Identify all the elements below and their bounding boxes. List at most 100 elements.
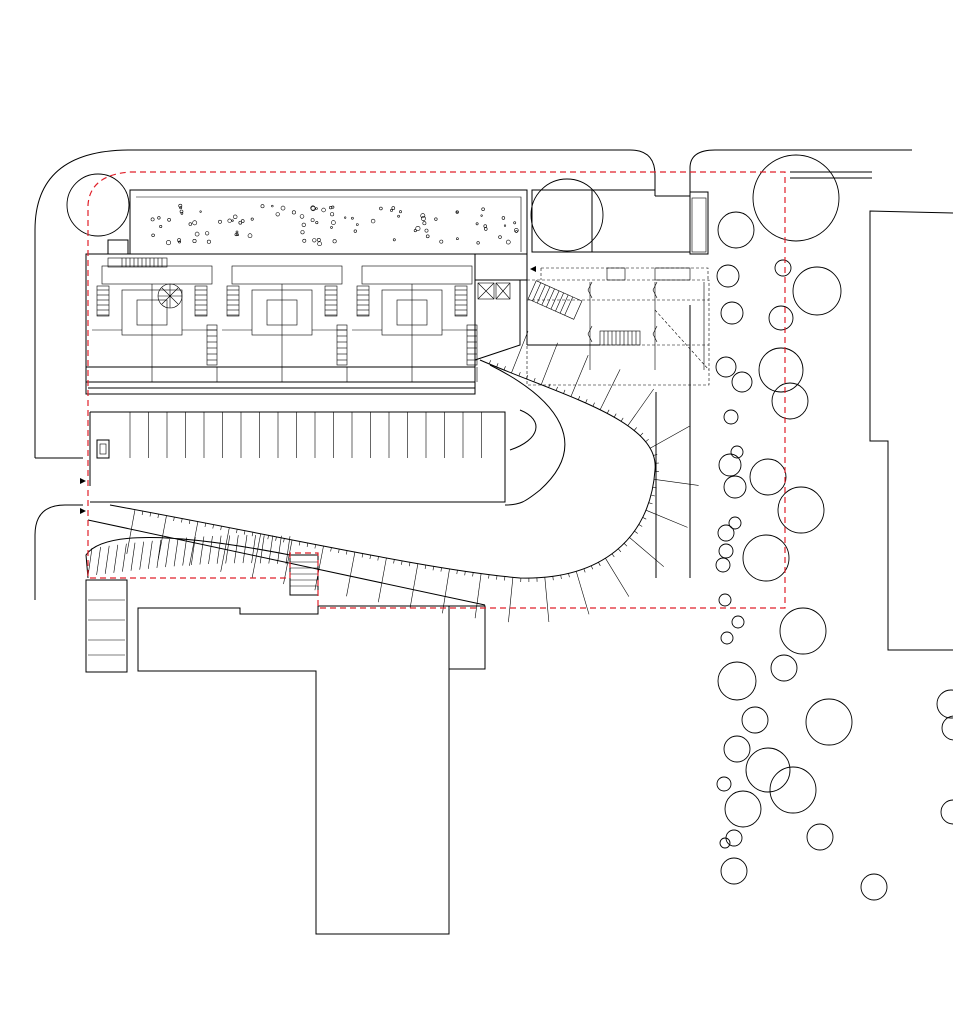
- trees: [66, 154, 953, 901]
- tree: [940, 799, 953, 825]
- ramp-tick: [173, 538, 179, 567]
- tree: [941, 715, 953, 741]
- ramp-tick: [623, 543, 628, 547]
- ramp-tick: [570, 354, 589, 397]
- ramp-tick: [424, 564, 427, 569]
- ramp-tick: [474, 573, 482, 619]
- ramp-tick: [442, 568, 450, 614]
- garden-dot: [166, 240, 172, 246]
- unit-stair: [324, 285, 338, 317]
- ramp-tick: [649, 426, 690, 449]
- ramp-tick: [544, 577, 550, 623]
- spiral-stair-treads: [158, 284, 182, 308]
- garden-dot: [332, 239, 337, 244]
- tree: [770, 654, 798, 682]
- ramp-tick: [555, 386, 558, 391]
- ramp-tick: [652, 486, 657, 489]
- ramp-tick: [234, 535, 239, 564]
- unit-divider: [281, 367, 348, 382]
- garden-dot: [280, 205, 286, 211]
- garden-dot: [456, 237, 459, 240]
- tree: [717, 211, 755, 249]
- tree: [723, 735, 751, 763]
- tree: [715, 356, 737, 378]
- garden-dot: [205, 231, 210, 236]
- ramp-tick: [650, 494, 655, 497]
- ramp-tick: [560, 574, 562, 579]
- garden-dot: [355, 223, 359, 226]
- tree: [745, 747, 791, 793]
- ramp-tick: [648, 502, 653, 505]
- garden-dot: [391, 206, 396, 210]
- garden-dot: [422, 221, 427, 226]
- ramp-tick: [472, 572, 474, 577]
- ramp-tick: [393, 559, 395, 564]
- unit-balcony: [101, 265, 213, 285]
- ramp-tick: [440, 567, 442, 572]
- ramp-tick: [157, 514, 159, 519]
- garden-dot: [370, 218, 376, 224]
- ramp-tick: [432, 566, 434, 571]
- garden-dot: [481, 207, 485, 211]
- ramp-tick: [298, 541, 301, 546]
- ramp-tick: [613, 413, 617, 418]
- ramp-tick: [126, 509, 136, 554]
- ramp-tick: [548, 383, 551, 388]
- garden-dot: [475, 222, 479, 226]
- ramp-tick: [251, 535, 256, 564]
- garden-dot: [218, 219, 222, 224]
- ramp-tick: [639, 432, 644, 437]
- ramp-tick: [456, 570, 458, 575]
- ramp-tick: [629, 537, 664, 567]
- ramp-tick: [633, 427, 637, 431]
- ramp-tick: [189, 521, 199, 566]
- ramp-tick: [173, 517, 175, 522]
- ramp-tick: [361, 553, 364, 558]
- tree: [718, 593, 732, 607]
- tree: [728, 516, 742, 530]
- ramp-tick: [277, 535, 282, 564]
- ramp-tick: [634, 530, 638, 534]
- ramp-tick: [575, 571, 590, 615]
- ramp-tick: [488, 360, 491, 365]
- garden-strip: [129, 189, 528, 255]
- unit-bath: [206, 324, 218, 366]
- garden-dot: [236, 233, 239, 236]
- tree: [731, 371, 753, 393]
- garden-dot: [484, 227, 488, 231]
- tree: [719, 837, 731, 849]
- ramp-tick: [409, 562, 411, 567]
- garden-dot: [159, 225, 163, 229]
- ramp-tick: [156, 539, 162, 568]
- ramp-tick: [104, 545, 110, 574]
- garden-dot: [250, 217, 254, 221]
- garden-dot: [301, 222, 306, 227]
- garden-dot: [233, 214, 238, 220]
- ramp-tick: [149, 512, 151, 517]
- ramp-tick: [165, 539, 170, 568]
- ramp-tick: [130, 542, 136, 571]
- tree: [530, 178, 604, 252]
- garden-dot: [483, 224, 487, 228]
- ramp-tick: [598, 562, 601, 566]
- garden-dot: [179, 206, 183, 210]
- tree: [792, 266, 842, 316]
- garden-dot: [330, 226, 333, 229]
- garden-dot: [315, 221, 319, 225]
- tree: [723, 409, 739, 425]
- ramp-tick: [369, 555, 371, 560]
- ramp-tick: [204, 523, 206, 528]
- ramp-tick: [496, 363, 499, 368]
- tree: [779, 607, 827, 655]
- garden-dot: [392, 238, 396, 242]
- ramp-tick: [599, 369, 621, 410]
- ramp-tick: [259, 535, 265, 564]
- unit-stair: [356, 285, 370, 317]
- garden-dot: [344, 216, 347, 219]
- garden-dot: [379, 206, 383, 211]
- garden-dot: [178, 203, 183, 208]
- garden-dot: [425, 234, 430, 239]
- south-stair: [289, 554, 319, 596]
- neighbor-building-south: [85, 579, 486, 935]
- ramp-tick: [540, 342, 558, 385]
